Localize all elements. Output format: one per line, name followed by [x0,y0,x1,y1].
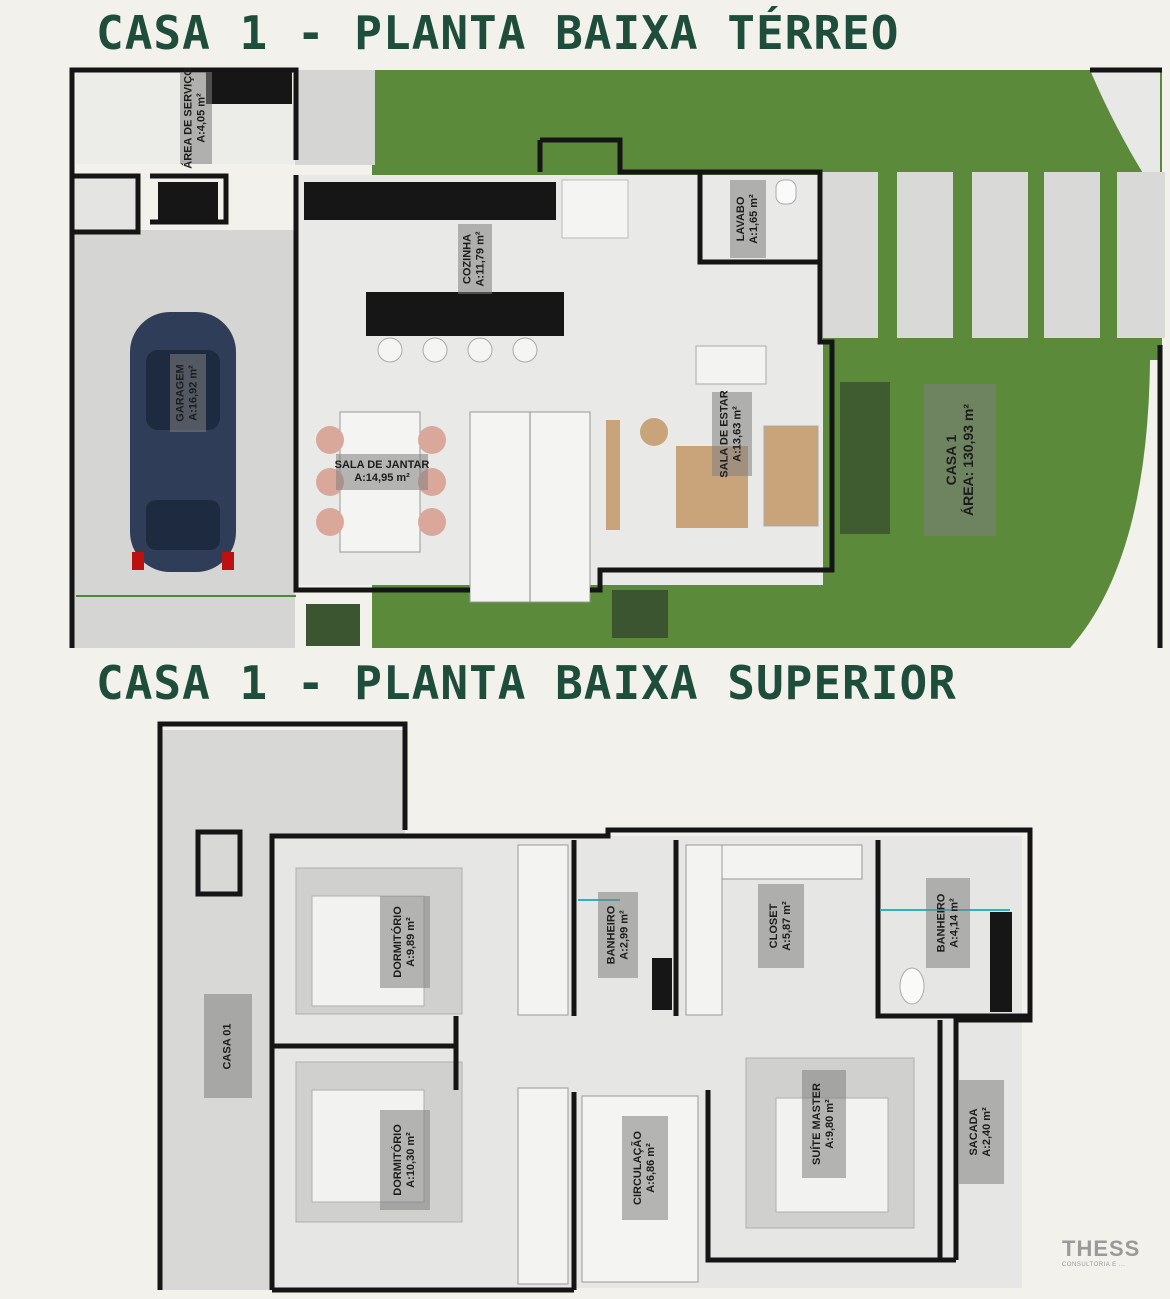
dormitorio-1-area: A:9,89 m² [405,917,417,967]
circulacao-name: CIRCULAÇÃO [632,1131,645,1205]
kitchen-island [366,292,564,336]
brand-name: THESS [1062,1236,1141,1261]
closet-area: A:5,87 m² [781,901,793,951]
label-casa-01: CASA 01 [204,994,252,1098]
dormitorio-2-name: DORMITÓRIO [392,1124,404,1196]
banheiro-1-area: A:2,99 m² [618,910,631,960]
suite-master-name: SUÍTE MASTER [811,1083,823,1165]
ground-stairs [469,411,591,603]
closet-name: CLOSET [768,903,780,949]
ground-floor-title: CASA 1 - PLANTA BAIXA TÉRREO [96,6,900,60]
upper-floor-title: CASA 1 - PLANTA BAIXA SUPERIOR [96,656,957,710]
sala-jantar-area: A:14,95 m² [354,472,410,484]
sacada-area: A:2,40 m² [981,1107,993,1157]
suite-master-area: A:9,80 m² [824,1099,836,1149]
dormitorio-2-area: A:10,30 m² [405,1132,417,1188]
brand-tagline: CONSULTORIA E ... [1062,1262,1126,1268]
kitchen-counter [304,182,556,220]
ground-walls [69,67,1163,648]
banheiro-2-name: BANHEIRO [935,893,948,953]
upper-walls [157,721,1033,1293]
wardrobes [517,844,863,1285]
planters [306,382,890,646]
banheiro-1-name: BANHEIRO [605,905,618,965]
brand-logo: THESS CONSULTORIA E ... [1062,1236,1140,1268]
garden-pavers [822,172,1165,338]
sacada-name: SACADA [968,1108,980,1156]
sofa [695,345,767,385]
banheiro-2-area: A:4,14 m² [948,898,961,948]
dormitorio-1-name: DORMITÓRIO [392,906,404,978]
casa-01-name: CASA 01 [221,1022,234,1070]
circulacao-area: A:6,86 m² [645,1143,658,1193]
sala-jantar-name: SALA DE JANTAR [334,459,430,471]
